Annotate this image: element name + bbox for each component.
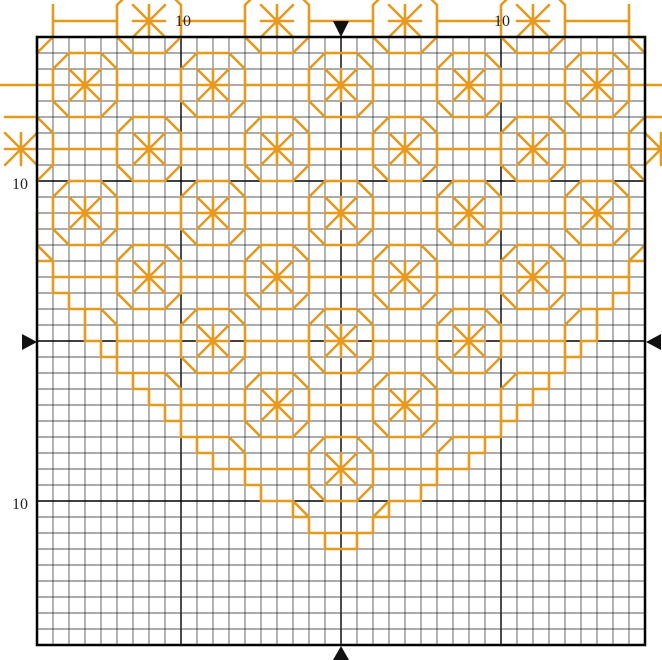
center-marker-right [646, 334, 661, 350]
center-marker-left [22, 334, 37, 350]
center-marker-top [333, 21, 349, 37]
label-left-upper: 10 [12, 176, 28, 193]
label-top-right: 10 [494, 13, 510, 30]
stitch-lines [0, 0, 662, 549]
label-top-left: 10 [175, 13, 191, 30]
label-left-lower: 10 [12, 496, 28, 513]
heart-blackwork-pattern [0, 0, 662, 549]
center-marker-bottom [333, 646, 349, 660]
